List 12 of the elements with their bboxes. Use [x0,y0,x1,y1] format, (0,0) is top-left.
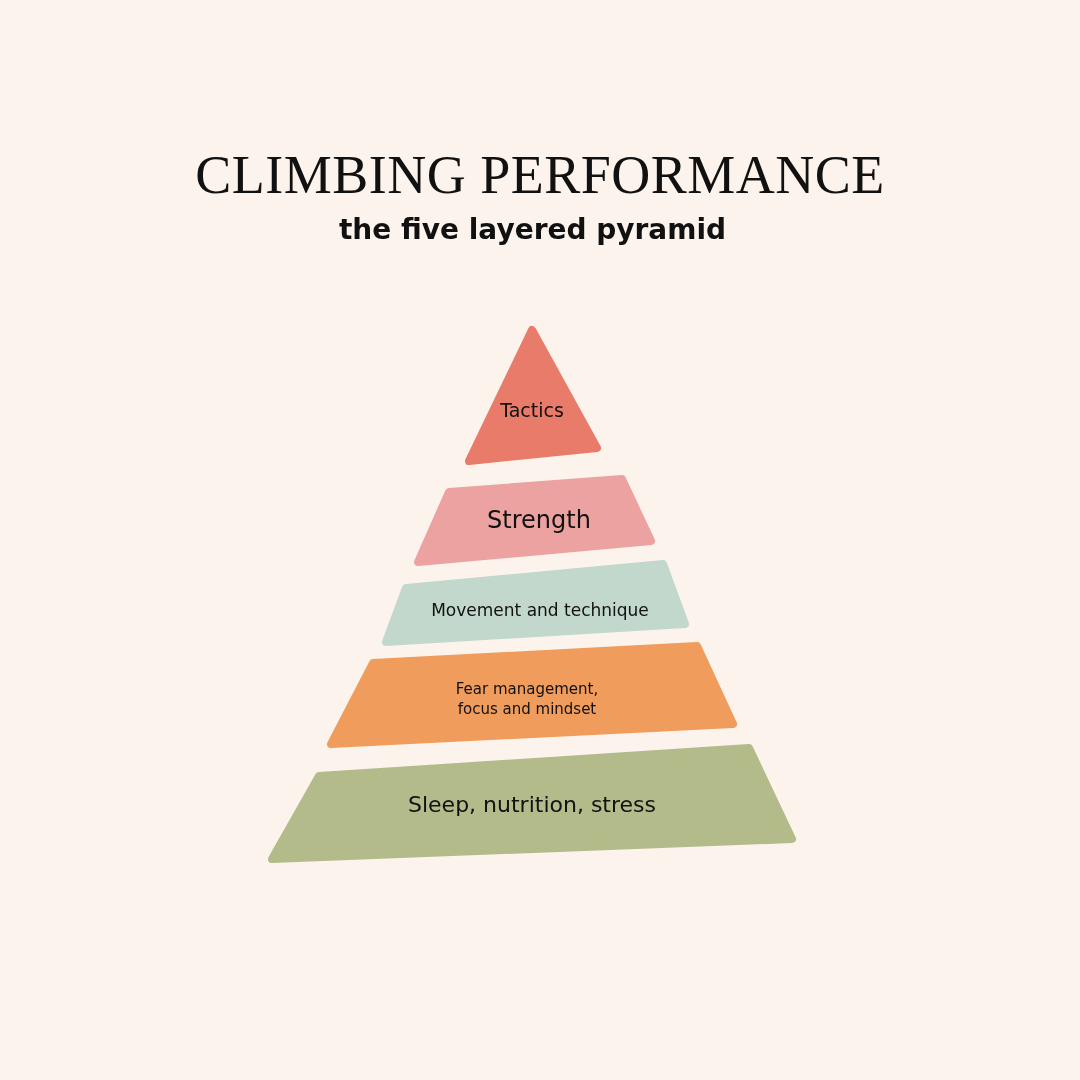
pyramid-layer [267,743,797,864]
pyramid-layer [464,325,602,466]
layer-label: Fear management, focus and mindset [454,678,600,720]
layer-label: Movement and technique [431,598,649,622]
layer-label: Tactics [500,398,564,424]
pyramid-layer [326,641,738,749]
layer-label: Strength [487,504,591,536]
subtitle: the five layered pyramid [338,212,727,247]
title: CLIMBING PERFORMANCE [195,148,885,202]
pyramid-layer [413,474,656,567]
pyramid-layer [381,559,690,647]
layer-label: Sleep, nutrition, stress [408,791,656,820]
